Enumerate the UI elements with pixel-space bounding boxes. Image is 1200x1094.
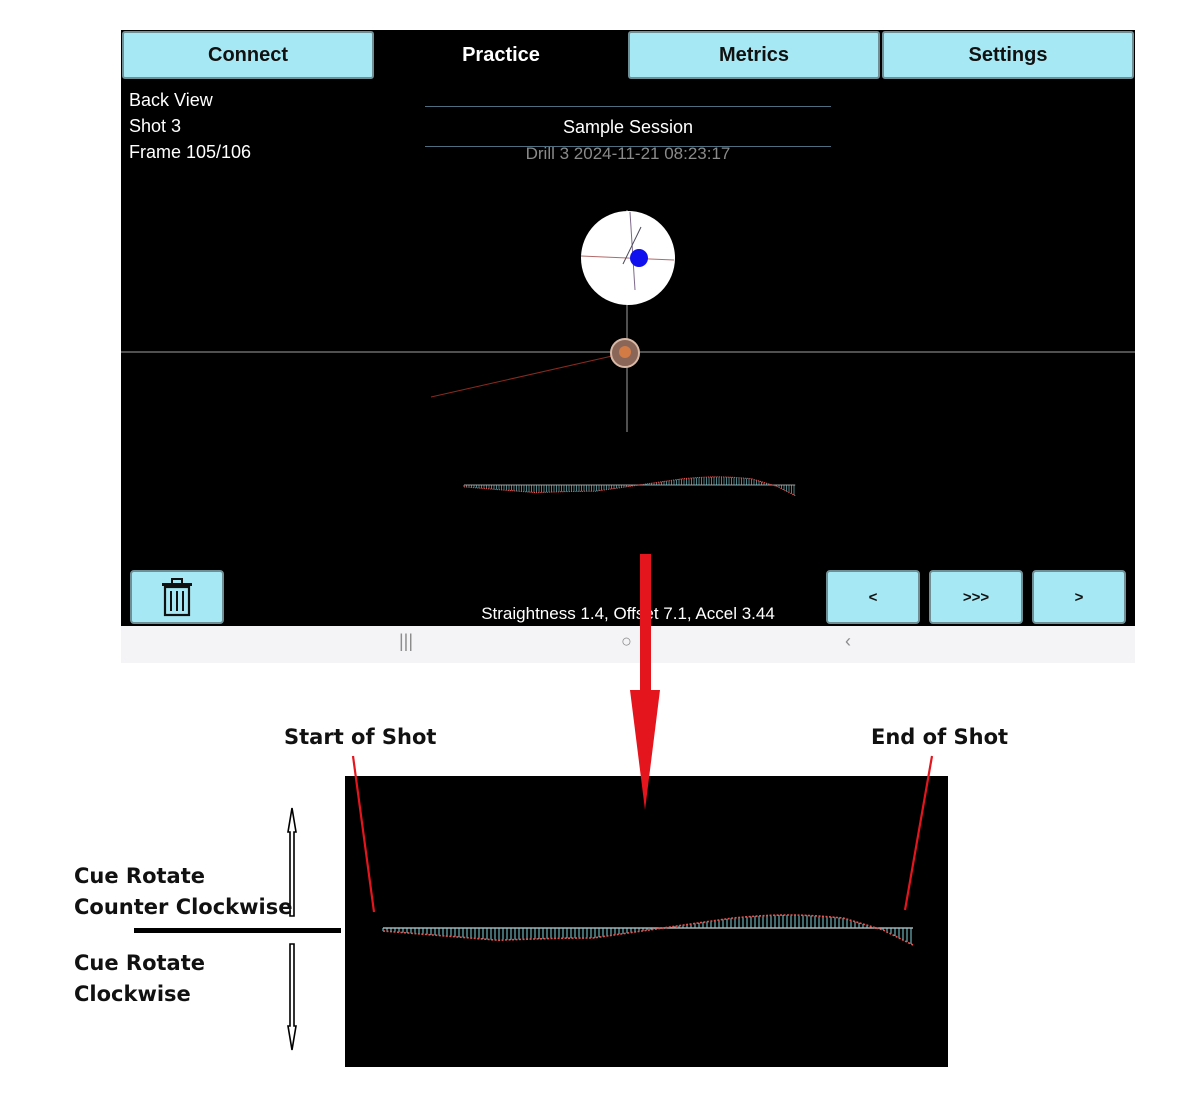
trace-line — [463, 476, 796, 497]
cue-ball-core — [619, 346, 631, 358]
session-subtitle: Drill 3 2024-11-21 08:23:17 — [525, 144, 731, 163]
shot-label: Shot 3 — [129, 116, 182, 136]
system-nav-bar: ||| ○ ‹ — [121, 626, 1135, 663]
start-pointer-line — [351, 755, 376, 913]
delete-shot-button[interactable] — [130, 570, 224, 624]
zero-reference-line — [134, 928, 341, 933]
end-pointer-line — [903, 755, 934, 911]
next-frame-button[interactable]: > — [1032, 570, 1126, 624]
start-of-shot-label: Start of Shot — [284, 725, 437, 749]
cue-direction-line — [430, 353, 622, 398]
ccw-label-line1: Cue Rotate — [74, 864, 206, 888]
tab-connect[interactable]: Connect — [122, 31, 374, 79]
back-button[interactable]: ‹ — [845, 631, 851, 651]
cw-label-line2: Clockwise — [74, 982, 191, 1006]
ccw-label-line2: Counter Clockwise — [74, 895, 293, 919]
shot-metrics-status: Straightness 1.4, Offset 7.1, Accel 3.44 — [481, 604, 775, 623]
frame-label: Frame 105/106 — [129, 142, 252, 162]
target-crosshair-h — [580, 255, 675, 261]
ccw-arrow — [287, 807, 297, 917]
cw-arrow — [287, 943, 297, 1051]
tab-practice[interactable]: Practice — [376, 31, 626, 79]
trace-line — [382, 914, 914, 946]
session-divider-bottom — [425, 146, 831, 147]
target-crosshair-v — [629, 211, 636, 291]
practice-screen: Connect Practice Metrics Settings Back V… — [121, 30, 1135, 626]
end-of-shot-label: End of Shot — [871, 725, 1009, 749]
cue-back-view — [121, 210, 1135, 497]
home-button[interactable]: ○ — [621, 631, 632, 651]
zoom-arrow — [630, 554, 660, 810]
tab-settings[interactable]: Settings — [882, 31, 1134, 79]
view-label: Back View — [129, 90, 213, 110]
tip-position-dot — [630, 249, 648, 267]
rotation-trace-mini — [463, 476, 796, 497]
zoomed-trace-panel — [345, 776, 948, 1067]
tab-metrics[interactable]: Metrics — [628, 31, 880, 79]
previous-frame-button[interactable]: < — [826, 570, 920, 624]
fast-forward-button[interactable]: >>> — [929, 570, 1023, 624]
trash-icon — [162, 578, 192, 617]
rotation-trace — [382, 914, 914, 946]
recents-button[interactable]: ||| — [399, 631, 414, 651]
rotation-trace-zoomed — [382, 914, 914, 946]
session-divider-top — [425, 106, 831, 107]
cw-label-line1: Cue Rotate — [74, 951, 206, 975]
session-title: Sample Session — [562, 117, 694, 137]
target-crosshair-d — [622, 226, 642, 265]
